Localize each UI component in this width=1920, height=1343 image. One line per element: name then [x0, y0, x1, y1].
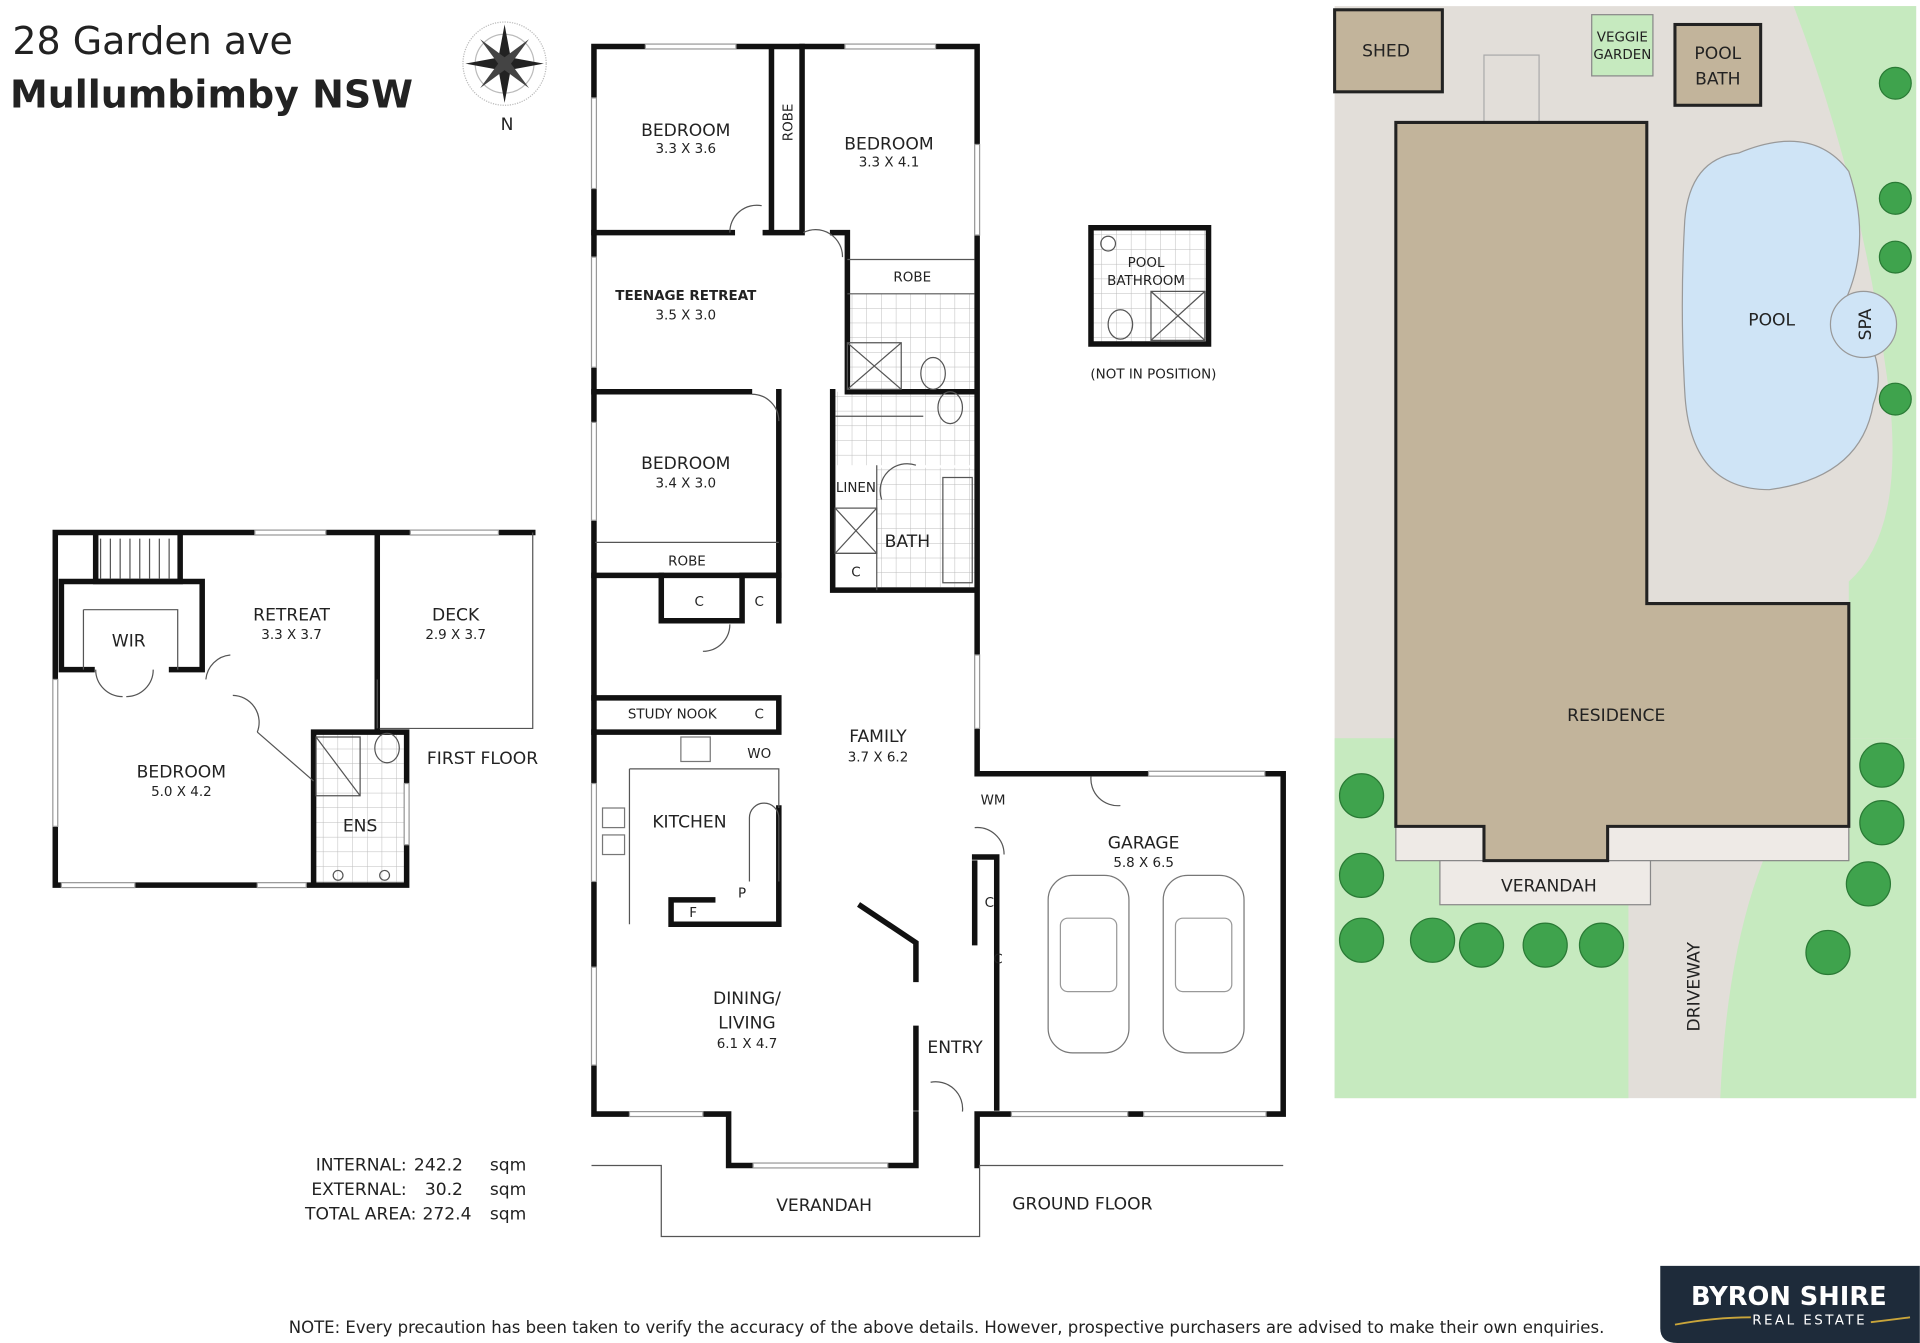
room-name: BEDROOM: [137, 762, 226, 782]
car-icon: [1162, 874, 1245, 1054]
area-value: 30.2: [425, 1180, 463, 1200]
pool-label: POOL: [1748, 311, 1795, 331]
pool-bathroom-plan: [1088, 224, 1212, 347]
room-size: 5.0 X 4.2: [151, 785, 212, 800]
bath-label: BATH: [885, 532, 930, 552]
ground-floor-title: GROUND FLOOR: [1012, 1195, 1152, 1215]
pool-bathroom-label: POOL: [1128, 256, 1165, 271]
veggie-garden-label: GARDEN: [1593, 48, 1651, 63]
room-size: 3.3 X 3.6: [655, 142, 716, 157]
study-nook-label: STUDY NOOK: [628, 708, 718, 723]
logo-line2: REAL ESTATE: [1752, 1314, 1867, 1329]
first-floor-plan: WIR RETREAT 3.3 X 3.7 DECK 2.9 X 3.7 BED…: [52, 529, 538, 889]
area-summary: INTERNAL: 242.2 sqm EXTERNAL: 30.2 sqm T…: [304, 1155, 526, 1224]
area-value: 272.4: [422, 1204, 471, 1224]
pool-bath-label: POOL: [1694, 44, 1741, 64]
room-name: LIVING: [718, 1013, 775, 1033]
site-verandah-label: VERANDAH: [1501, 876, 1597, 896]
not-in-position-note: (NOT IN POSITION): [1090, 367, 1216, 382]
area-value: 242.2: [414, 1155, 463, 1175]
byron-shire-logo: BYRON SHIRE REAL ESTATE: [1660, 1265, 1920, 1343]
room-size: 5.8 X 6.5: [1113, 856, 1174, 871]
room-size: 2.9 X 3.7: [425, 628, 486, 643]
room-name: WIR: [112, 631, 146, 651]
area-unit: sqm: [490, 1180, 526, 1200]
cupboard-label: C: [755, 708, 764, 723]
room-size: 3.3 X 4.1: [859, 155, 920, 170]
disclaimer-note: NOTE: Every precaution has been taken to…: [289, 1318, 1605, 1337]
linen-label: LINEN: [836, 481, 876, 496]
area-unit: sqm: [490, 1204, 526, 1224]
pool-bath-label: BATH: [1695, 69, 1740, 89]
cupboard-label: C: [851, 566, 860, 581]
area-label: INTERNAL:: [316, 1155, 407, 1175]
room-name: GARAGE: [1108, 833, 1180, 853]
entry-label: ENTRY: [927, 1038, 983, 1058]
kitchen-label: KITCHEN: [652, 813, 726, 833]
residence-label: RESIDENCE: [1567, 706, 1665, 726]
cupboard-label: C: [755, 595, 764, 610]
pantry-label: P: [738, 886, 746, 901]
area-unit: sqm: [490, 1155, 526, 1175]
room-name: DECK: [432, 606, 480, 626]
robe-label: ROBE: [893, 271, 931, 286]
site-plan: SHED VEGGIE GARDEN POOL BATH POOL SPA RE…: [1333, 6, 1917, 1099]
room-size: 3.4 X 3.0: [655, 476, 716, 491]
room-size: 3.7 X 6.2: [848, 750, 909, 765]
room-name: TEENAGE RETREAT: [615, 289, 757, 304]
room-name: FAMILY: [849, 727, 907, 747]
fridge-label: F: [689, 906, 697, 921]
room-name: BEDROOM: [641, 121, 730, 141]
area-label: EXTERNAL:: [311, 1180, 406, 1200]
cupboard-label: C: [993, 952, 1002, 967]
car-icon: [1047, 874, 1130, 1054]
verandah-label: VERANDAH: [776, 1196, 872, 1216]
room-size: 3.3 X 3.7: [261, 628, 322, 643]
cupboard-label: C: [985, 896, 994, 911]
room-name: BEDROOM: [844, 134, 933, 154]
robe-label: ROBE: [668, 555, 706, 570]
room-name: BEDROOM: [641, 454, 730, 474]
compass-north-label: N: [501, 115, 514, 135]
room-name: ENS: [343, 816, 378, 836]
area-label: TOTAL AREA:: [304, 1204, 416, 1224]
veggie-garden-label: VEGGIE: [1597, 31, 1648, 46]
tree-icons: [1338, 66, 1912, 976]
shed-label: SHED: [1362, 41, 1410, 61]
logo-line1: BYRON SHIRE: [1691, 1282, 1887, 1312]
driveway-label: DRIVEWAY: [1684, 941, 1704, 1031]
wo-label: WO: [747, 747, 771, 762]
cupboard-label: C: [695, 595, 704, 610]
address-line1: 28 Garden ave: [12, 19, 292, 63]
robe-label: ROBE: [781, 104, 796, 142]
room-size: 6.1 X 4.7: [717, 1037, 778, 1052]
room-size: 3.5 X 3.0: [655, 309, 716, 324]
compass-icon: [462, 21, 547, 106]
pool-bathroom-label: BATHROOM: [1107, 274, 1185, 289]
first-floor-title: FIRST FLOOR: [427, 749, 538, 769]
wm-label: WM: [981, 793, 1006, 808]
room-name: RETREAT: [253, 606, 330, 626]
address-line2: Mullumbimby NSW: [10, 73, 413, 117]
room-name: DINING/: [713, 989, 781, 1009]
ground-floor-plan: BEDROOM 3.3 X 3.6 ROBE BEDROOM 3.3 X 4.1…: [590, 43, 1286, 1238]
spa-label: SPA: [1856, 308, 1876, 340]
